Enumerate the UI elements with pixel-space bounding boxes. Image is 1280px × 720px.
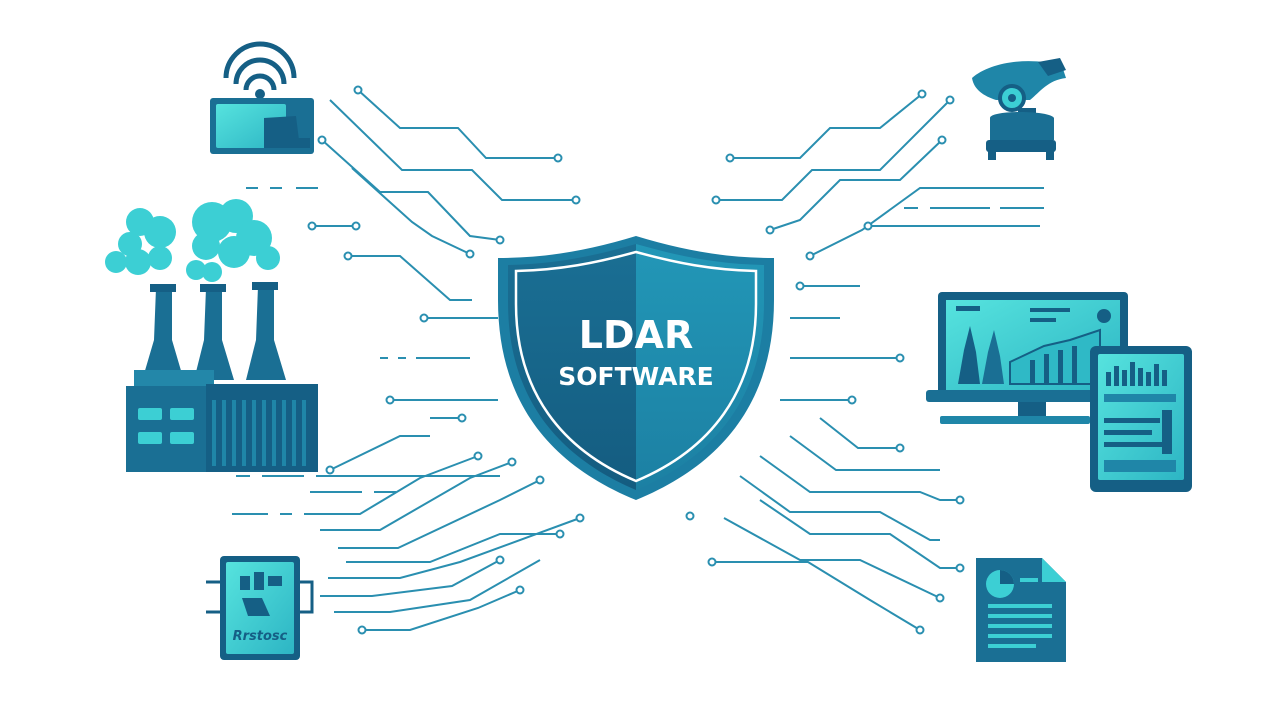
circuit-lines-right [690,93,1044,631]
circuit-lines-left [232,89,581,631]
ldar-shield: LDAR SOFTWARE [498,236,774,500]
ogi-camera-icon [972,58,1066,160]
chimney [144,288,182,374]
circuit-trace [320,559,501,597]
circuit-trace [819,417,900,449]
circuit-trace [329,99,576,201]
circuit-trace [348,255,472,301]
wireless-sensor-icon [210,41,314,154]
circuit-trace [232,455,479,515]
circuit-trace [730,93,923,159]
circuit-trace [328,517,581,579]
mobile-dashboard-icon [1090,346,1192,492]
circuit-trace [334,559,541,613]
factory-icon [105,199,318,472]
circuit-trace [329,435,430,471]
shield-right-half [636,244,764,490]
circuit-trace [351,167,471,255]
circuit-nodes-left [307,85,585,635]
document-report-icon [976,558,1066,662]
circuit-trace [712,561,921,631]
shield-title: LDAR [579,313,693,357]
shield-left-half [508,244,636,490]
circuit-trace [362,589,521,631]
circuit-trace [357,89,558,159]
circuit-trace [809,187,1044,257]
circuit-trace [739,475,940,541]
tablet-scribble: Rrstosc [233,629,288,644]
circuit-trace [723,517,941,599]
circuit-nodes-right [685,89,965,635]
circuit-trace [346,533,560,563]
circuit-trace [759,455,960,501]
circuit-trace [789,435,940,471]
tablet-report-icon: Rrstosc [206,556,314,660]
shield-inner-outline [514,250,758,483]
circuit-trace [759,499,960,569]
smoke-cloud [105,199,280,282]
circuit-trace [320,461,513,531]
circuit-trace [338,479,541,549]
laptop-dashboard-icon [926,292,1128,424]
chimney [246,286,286,380]
chimney [194,288,234,380]
circuit-trace [769,139,943,231]
shield-subtitle: SOFTWARE [558,362,714,391]
factory-windows [138,408,194,444]
circuit-trace [716,99,951,201]
